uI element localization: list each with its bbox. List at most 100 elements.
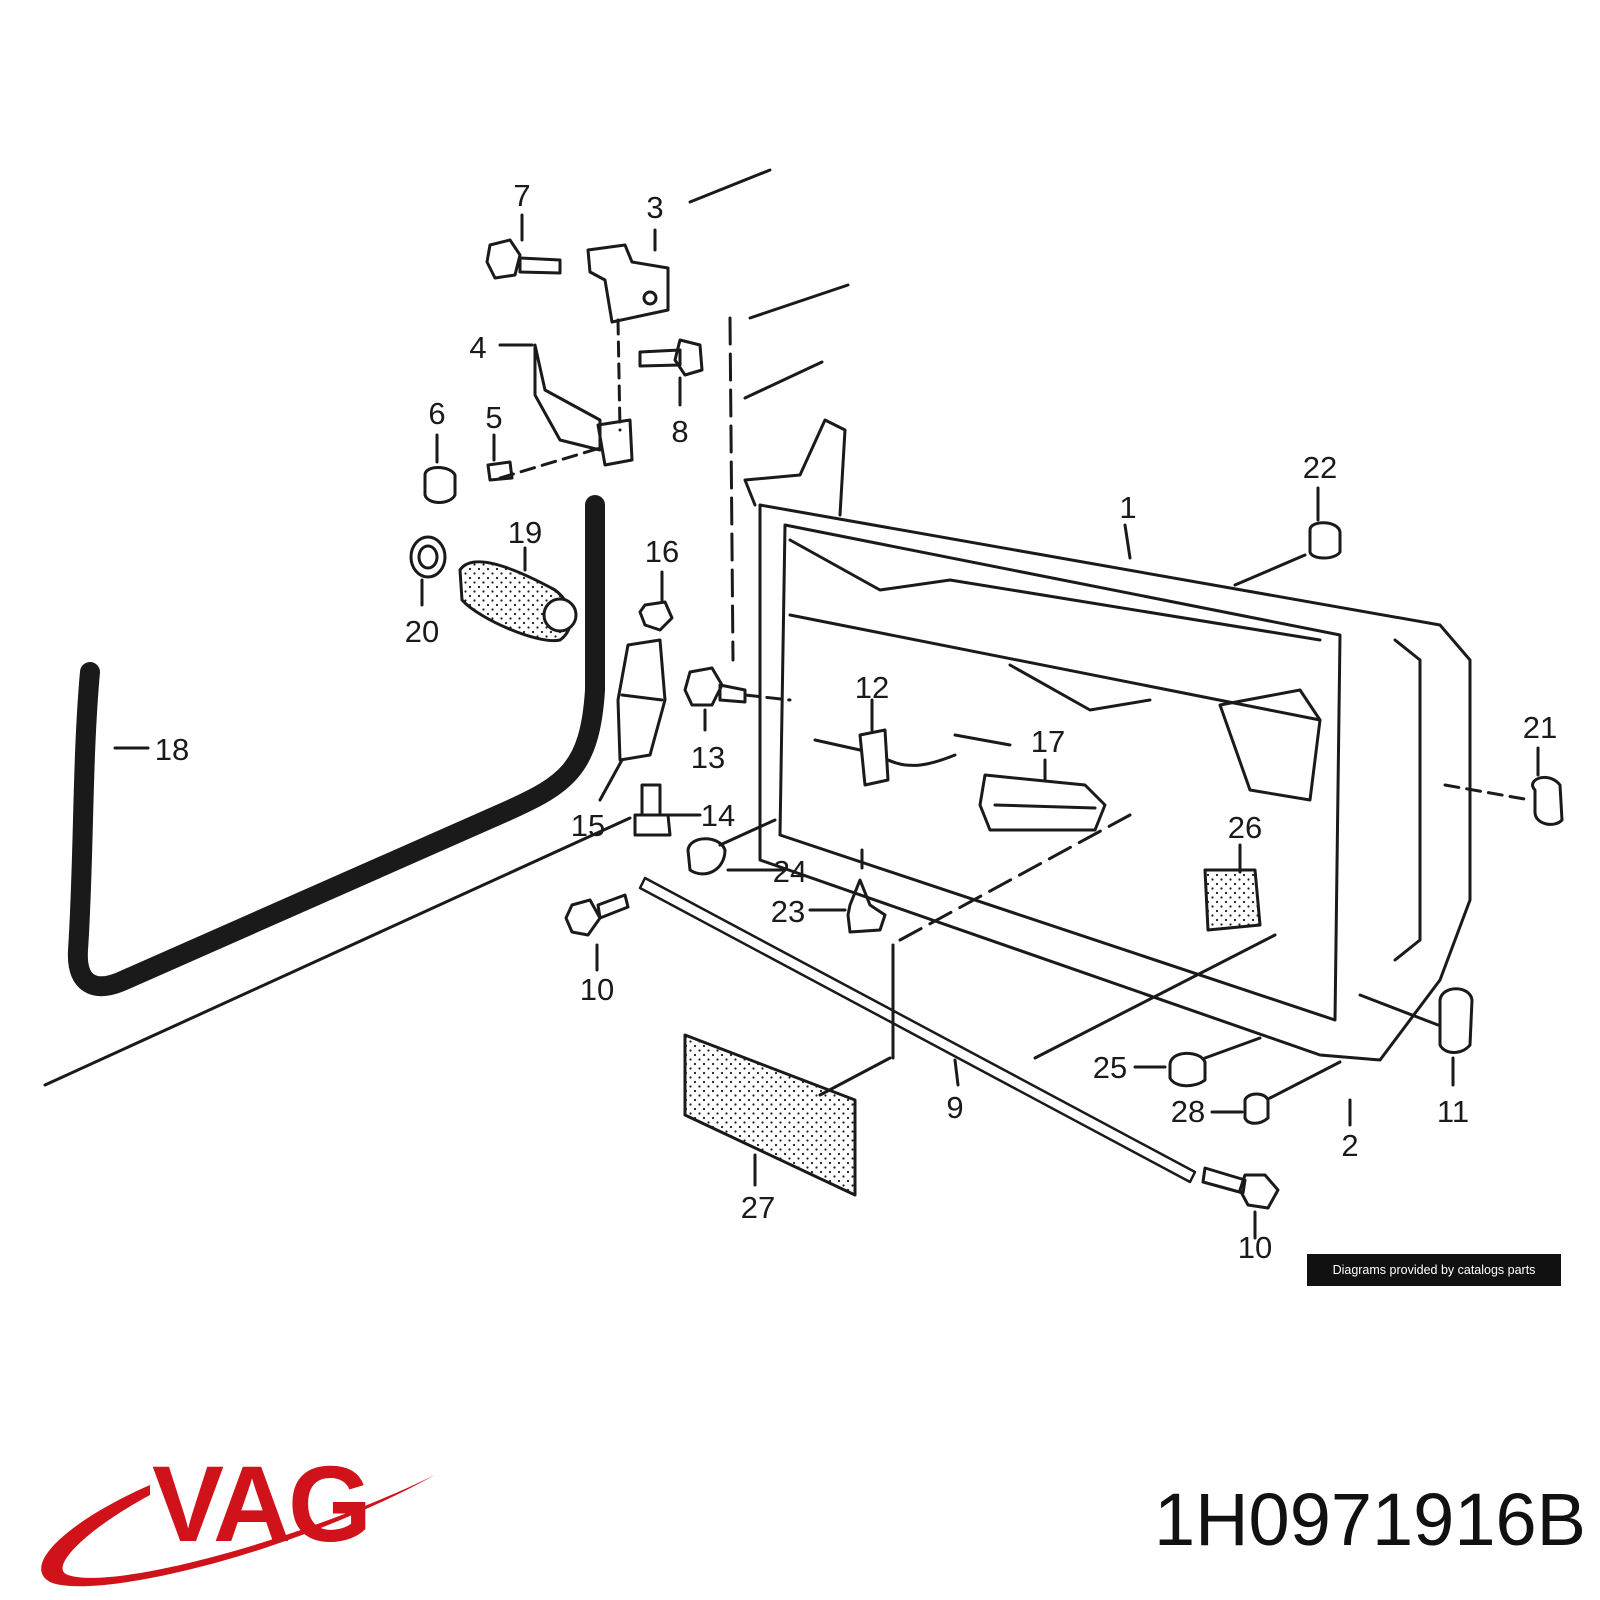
leader-22b [1233, 553, 1307, 587]
leader-9 [953, 1058, 960, 1087]
plug-11 [1438, 987, 1474, 1054]
body-line [688, 168, 772, 204]
pin-5 [486, 460, 514, 482]
callout-1: 1 [1119, 490, 1136, 525]
hinge-4 [533, 343, 602, 452]
bolt-14 [640, 783, 662, 817]
callout-25: 25 [1093, 1050, 1127, 1085]
axis-13 [743, 693, 792, 702]
cap-6 [423, 466, 457, 504]
leader-28b [1268, 1060, 1342, 1100]
callout-19: 19 [508, 515, 542, 550]
door-check-15-bar [620, 693, 664, 702]
vag-logo: VAG [30, 1450, 470, 1600]
callout-24: 24 [773, 854, 807, 889]
nut-16 [638, 600, 674, 632]
callout-9: 9 [946, 1090, 963, 1125]
hinge-4-block [596, 418, 634, 467]
callout-5: 5 [485, 400, 502, 435]
callout-15: 15 [571, 808, 605, 843]
callout-14: 14 [701, 798, 735, 833]
leader-25b [1203, 1036, 1262, 1060]
clip-21 [1531, 775, 1564, 826]
lock-12 [858, 728, 890, 787]
part-number: 1H0971916B [1153, 1478, 1586, 1561]
clip-22 [1308, 521, 1342, 560]
callout-20: 20 [405, 614, 439, 649]
bolt-10-left-shank [596, 893, 630, 920]
bolt-14-head [633, 813, 672, 837]
door-inner-frame [778, 523, 1342, 1022]
bolt-10-right-shank [1201, 1166, 1247, 1195]
bolt-10-left [564, 898, 602, 937]
door-inner-line [788, 613, 1322, 722]
bolt-13-shank [718, 683, 747, 704]
body-line [43, 816, 632, 1087]
grommet-19-end [542, 597, 578, 633]
door-rod-guide [898, 813, 1132, 942]
body-line [748, 283, 850, 320]
clip-23 [846, 878, 887, 934]
handle-17 [978, 773, 1107, 832]
door-rod-9 [638, 876, 1197, 1184]
cap-20 [409, 535, 447, 579]
bolt-7 [485, 238, 522, 280]
leader-15 [598, 758, 624, 802]
callout-16: 16 [645, 534, 679, 569]
callout-6: 6 [428, 396, 445, 431]
leader-24b [718, 818, 777, 847]
leader-2b [1033, 933, 1277, 1060]
body-line [743, 360, 824, 400]
clip-28 [1243, 1092, 1270, 1125]
leader-17b [953, 733, 1012, 747]
grommet-19-texture [460, 561, 571, 641]
door-handle-recess [1218, 688, 1322, 802]
bolt-13 [683, 666, 724, 707]
callout-10-left: 10 [580, 972, 614, 1007]
callout-4: 4 [469, 330, 486, 365]
callout-23: 23 [771, 894, 805, 929]
callout-3: 3 [646, 190, 663, 225]
callout-7: 7 [513, 178, 530, 213]
door-cutout [1008, 663, 1152, 712]
clip-24 [686, 837, 727, 876]
door-trim-top [788, 538, 1322, 642]
callout-2: 2 [1341, 1128, 1358, 1163]
bolt-7-shank [518, 256, 562, 275]
hinge-3-hole [642, 290, 658, 306]
door-outline [758, 503, 1472, 1062]
clip-25 [1168, 1051, 1207, 1088]
callout-21: 21 [1523, 710, 1557, 745]
bolt-10-right [1238, 1173, 1280, 1210]
brand-name: VAG [152, 1443, 372, 1564]
callout-18: 18 [155, 732, 189, 767]
door-check-15 [616, 638, 667, 762]
callout-13: 13 [691, 740, 725, 775]
bolt-8 [673, 338, 704, 377]
lock-12-link [813, 738, 862, 752]
callout-11: 11 [1437, 1094, 1469, 1129]
diagram-credit-badge: Diagrams provided by catalogs parts [1307, 1254, 1561, 1286]
center-line [728, 316, 735, 662]
door-seal-18-texture [70, 498, 602, 994]
leader-1 [1123, 523, 1132, 560]
door-window-frame [743, 418, 847, 517]
hinge-axis [498, 446, 602, 480]
callout-26: 26 [1228, 810, 1262, 845]
hinge-pin-axis [616, 318, 622, 432]
handle-17-detail [993, 803, 1097, 810]
callout-17: 17 [1031, 724, 1065, 759]
hinge-3 [586, 243, 670, 324]
callout-22: 22 [1303, 450, 1337, 485]
leader-11b [1358, 993, 1440, 1027]
door-lock-edge [1393, 638, 1422, 962]
callout-28: 28 [1171, 1094, 1205, 1129]
pad-26 [1203, 868, 1262, 932]
cap-20-inner [417, 544, 439, 570]
callout-12: 12 [855, 670, 889, 705]
leader-21b [1443, 783, 1532, 802]
callout-27: 27 [741, 1190, 775, 1225]
pad-27 [683, 1033, 857, 1197]
bolt-8-shank [638, 348, 682, 368]
